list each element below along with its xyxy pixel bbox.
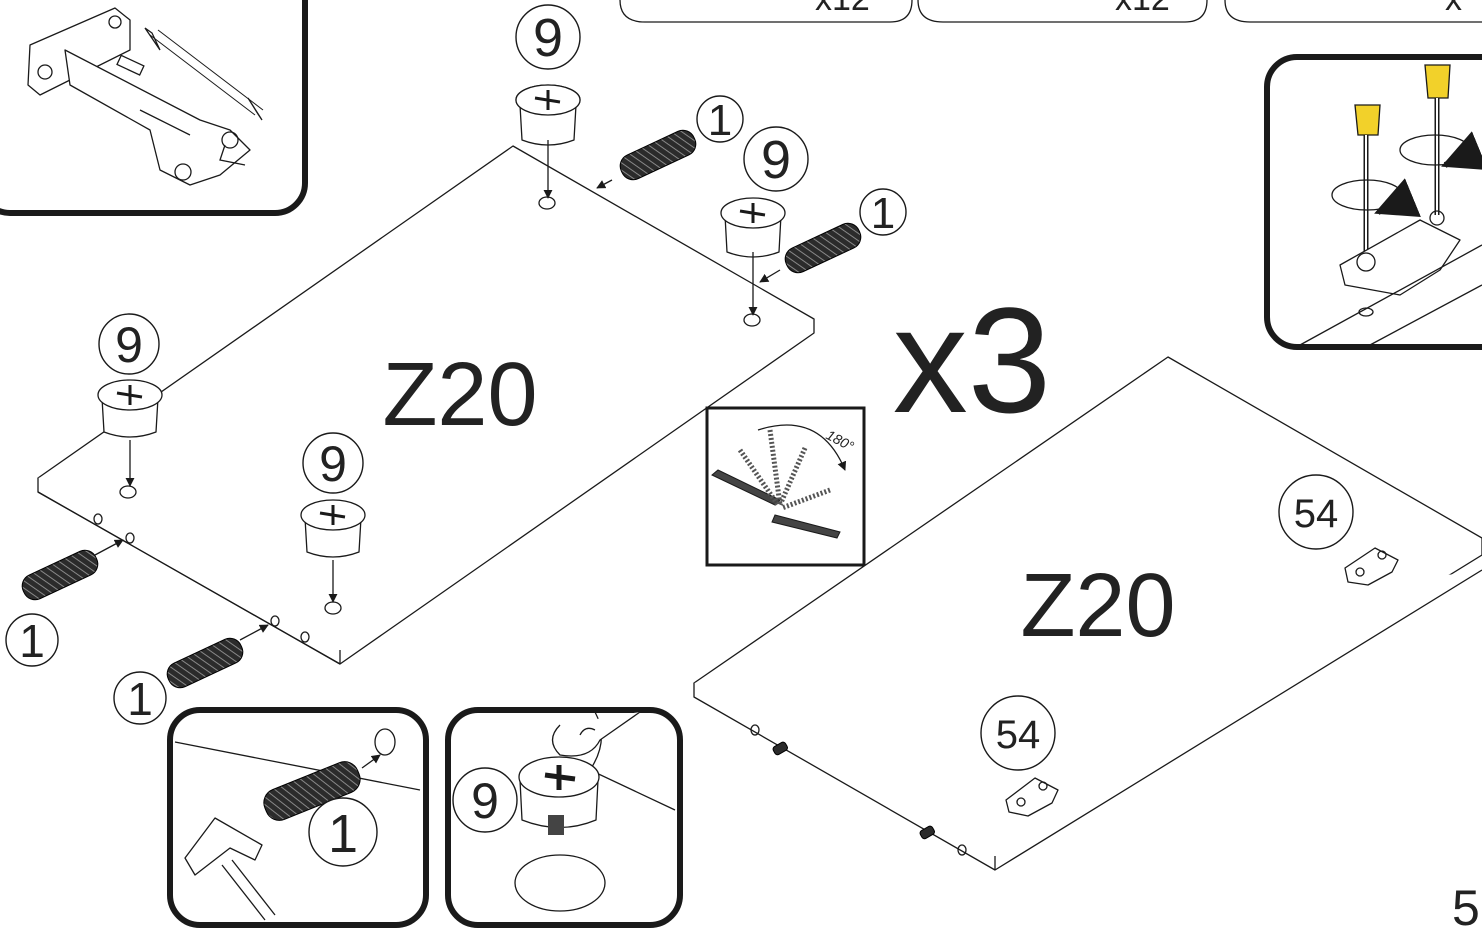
rotate-panel-inset: 180°: [705, 406, 866, 567]
cam-lock-icon: [720, 197, 786, 258]
callout-label: 54: [1294, 492, 1339, 536]
parts-qty-3: x: [1445, 0, 1462, 18]
callout-dowel: 1: [5, 613, 59, 667]
parts-qty-1: x12: [815, 0, 870, 18]
cam-lock-icon: [97, 379, 163, 438]
panel-right: Z20: [693, 356, 1482, 871]
callout-label: 1: [328, 804, 358, 864]
cam-insert-inset: 9: [445, 707, 683, 928]
dowel-icon: [263, 761, 361, 821]
callout-label: 1: [871, 189, 895, 238]
page-number: 5: [1452, 880, 1480, 931]
dowel-icon: [619, 129, 697, 181]
adjust-arrow-icon: [144, 27, 264, 121]
callout-label: 9: [533, 8, 563, 68]
panel-label-left: Z20: [382, 345, 537, 445]
cam-lock-group: [97, 84, 786, 603]
hinge-icon: [27, 7, 251, 186]
callout-cam-lock: 9: [515, 4, 581, 70]
screwdriver-icon: [1354, 64, 1451, 260]
dowel-icon: [784, 222, 862, 274]
quantity-multiplier: x3: [893, 276, 1051, 444]
cam-lock-icon: [515, 84, 581, 146]
hinge-plate-icon: [1344, 547, 1399, 586]
hinge-detail-inset: [0, 0, 308, 216]
callout-hinge-plate: 54: [980, 695, 1056, 771]
dowel-icon: [21, 549, 99, 601]
callout-dowel: 1: [859, 188, 907, 238]
cam-lock-icon: [518, 756, 600, 835]
dowel-insert-inset: 1: [167, 707, 429, 928]
cam-lock-icon: [300, 499, 366, 558]
callout-label: 1: [708, 96, 732, 145]
dowel-icon: [166, 637, 244, 689]
callout-label: 54: [996, 713, 1041, 757]
rotate-icon: [711, 424, 847, 539]
hinge-plate-icon: [1005, 777, 1059, 817]
dowel-icon: [772, 741, 788, 756]
panel-label-right: Z20: [1020, 556, 1175, 656]
callout-label: 1: [127, 673, 153, 725]
callout-dowel: 1: [696, 95, 744, 145]
callout-cam-lock: 9: [302, 432, 364, 494]
callout-hinge-plate: 54: [1278, 474, 1354, 550]
callout-cam-lock: 9: [98, 313, 160, 375]
callout-label: 9: [115, 317, 143, 373]
callout-label: 1: [19, 615, 45, 667]
parts-qty-2: x12: [1115, 0, 1170, 18]
finger-icon: [551, 711, 641, 757]
panel-left: Z20: [37, 145, 815, 665]
callout-dowel: 1: [113, 671, 167, 725]
callout-label: 9: [761, 130, 791, 190]
callout-label: 9: [319, 436, 347, 492]
screwdriver-detail-inset: [1264, 54, 1482, 350]
callout-label: 9: [471, 773, 499, 829]
callout-cam-lock: 9: [743, 126, 809, 192]
dowel-group: [21, 129, 862, 689]
dowel-icon: [919, 825, 935, 840]
hammer-icon: [184, 817, 276, 921]
parts-header: x12 x12 x: [619, 0, 1482, 23]
